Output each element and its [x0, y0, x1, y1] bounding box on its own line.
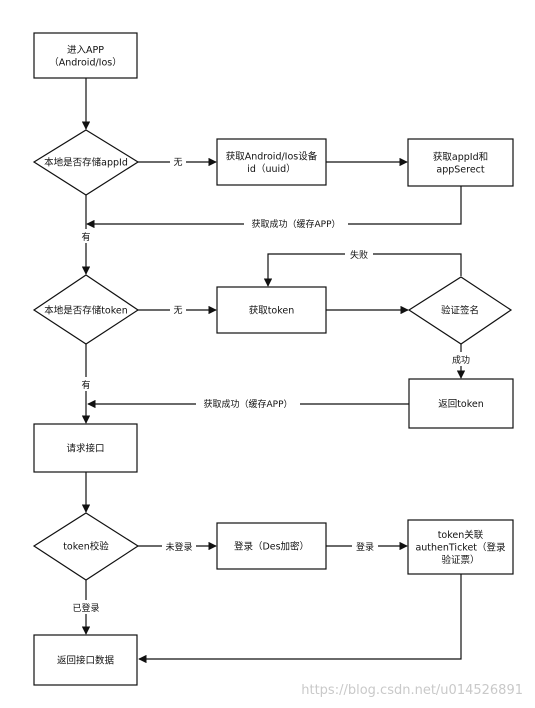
node-label-line: 本地是否存储appId [44, 157, 128, 169]
watermark-text: https://blog.csdn.net/u014526891 [301, 683, 523, 698]
edge-token-link-to-return [138, 574, 462, 664]
node-label-line: 获取Android/Ios设备 [226, 150, 318, 162]
svg-text:验证签名: 验证签名 [441, 305, 479, 317]
node-label-line: 返回接口数据 [57, 655, 115, 667]
node-label-line: 请求接口 [66, 443, 104, 455]
edge-label-login: 登录 [356, 542, 374, 553]
node-label-line: 验证签名 [441, 305, 479, 317]
edge-label-no-1: 无 [173, 157, 182, 168]
node-verify-sign: 验证签名 [407, 276, 513, 345]
svg-text:返回接口数据: 返回接口数据 [57, 655, 115, 667]
node-enter-app: 进入APP（Android/Ios） [33, 32, 138, 79]
node-request-api: 请求接口 [33, 423, 138, 473]
node-label-line: 获取appId和 [433, 152, 488, 163]
svg-text:登录（Des加密）: 登录（Des加密） [234, 541, 309, 553]
svg-text:本地是否存储token: 本地是否存储token [44, 305, 128, 317]
svg-text:进入APP（Android/Ios）: 进入APP（Android/Ios） [49, 45, 122, 69]
node-check-appid: 本地是否存储appId [32, 129, 140, 196]
edge-label-fail: 失败 [350, 249, 368, 261]
edge-label-has-2: 有 [81, 379, 90, 391]
edge-label-not-logged-in: 未登录 [165, 541, 192, 553]
node-label-line: 获取token [249, 306, 295, 317]
edge-label-logged-in: 已登录 [72, 603, 99, 614]
node-label-line: id（uuid） [247, 163, 295, 175]
svg-text:本地是否存储appId: 本地是否存储appId [44, 157, 128, 169]
node-get-token: 获取token [216, 286, 327, 334]
edge-appid-return [86, 186, 462, 229]
node-token-check: token校验 [32, 512, 140, 581]
nodes: 进入APP（Android/Ios） 本地是否存储appId 获取Android… [32, 32, 514, 686]
edge-label-success-cache-1: 获取成功（缓存APP） [251, 218, 340, 230]
edge-label-success-cache-2: 获取成功（缓存APP） [203, 398, 292, 410]
svg-text:token校验: token校验 [63, 541, 109, 553]
edge-labels: 无 获取成功（缓存APP） 有 无 失败 成功 有 获取成功（缓存APP） 未登… [68, 154, 475, 614]
node-label-line: 登录（Des加密） [234, 541, 309, 553]
svg-text:获取token: 获取token [249, 306, 295, 317]
svg-text:请求接口: 请求接口 [66, 443, 104, 455]
node-label-line: authenTicket（登录 [415, 542, 506, 554]
edge-label-has-1: 有 [81, 231, 90, 243]
node-label-line: 本地是否存储token [44, 305, 128, 317]
node-label-line: 进入APP [67, 45, 104, 56]
edge-label-success: 成功 [452, 354, 470, 366]
node-return-data: 返回接口数据 [33, 634, 138, 686]
svg-text:返回token: 返回token [438, 398, 484, 410]
node-return-token: 返回token [408, 378, 514, 429]
node-check-token: 本地是否存储token [32, 274, 140, 345]
node-label-line: token校验 [63, 541, 109, 553]
node-label-line: 返回token [438, 398, 484, 410]
node-login: 登录（Des加密） [216, 522, 327, 570]
node-label-line: appSerect [436, 164, 485, 175]
node-label-line: 验证票） [441, 554, 479, 566]
edge-label-no-2: 无 [173, 305, 182, 316]
node-label-line: （Android/Ios） [49, 56, 122, 68]
node-label-line: token关联 [438, 529, 484, 541]
